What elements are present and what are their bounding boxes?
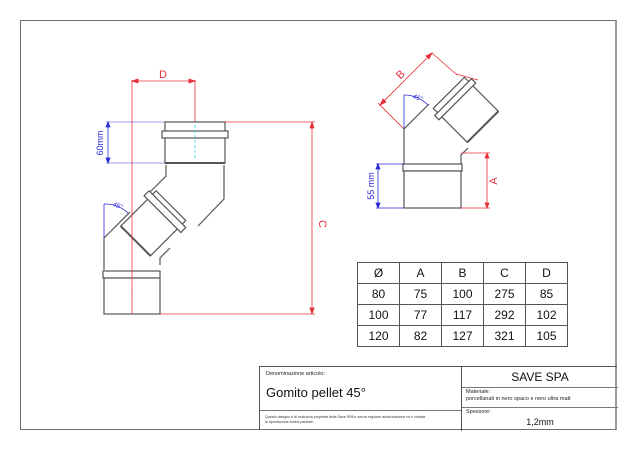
- header-cell: C: [483, 262, 526, 284]
- copyright-note: Questo disegno è di esclusiva proprietà …: [265, 415, 455, 424]
- label-60mm: 60mm: [95, 130, 105, 155]
- table-header-row: Ø A B C D: [357, 262, 568, 284]
- header-cell: B: [441, 262, 484, 284]
- dimension-A: [461, 151, 490, 210]
- note-line-1: Questo disegno è di esclusiva proprietà …: [265, 415, 425, 419]
- angle-arc-left: [103, 203, 129, 238]
- table-cell: 85: [525, 283, 568, 305]
- table-row: 80 75 100 275 85: [357, 283, 568, 305]
- label-D: D: [159, 69, 167, 81]
- label-55mm: 55 mm: [366, 172, 376, 200]
- table-row: 100 77 117 292 102: [357, 304, 568, 326]
- table-cell: 75: [399, 283, 442, 305]
- material-label: Materiale:: [466, 389, 491, 395]
- divider: [462, 387, 618, 388]
- label-C: C: [316, 220, 328, 228]
- title-block: Denominazione articolo: Gomito pellet 45…: [259, 366, 618, 431]
- table-cell: 100: [357, 304, 400, 326]
- article-label: Denominazione articolo:: [266, 371, 326, 377]
- table-cell: 105: [525, 325, 568, 347]
- dimension-table: Ø A B C D 80 75 100 275 85 100 77 117 29…: [357, 262, 568, 347]
- table-cell: 100: [441, 283, 484, 305]
- table-cell: 102: [525, 304, 568, 326]
- dimension-B: [377, 52, 479, 130]
- table-cell: 275: [483, 283, 526, 305]
- table-cell: 117: [441, 304, 484, 326]
- left-elbow-view: [102, 121, 229, 315]
- table-cell: 77: [399, 304, 442, 326]
- table-cell: 127: [441, 325, 484, 347]
- label-A: A: [488, 177, 500, 185]
- drawing-frame: [20, 20, 617, 430]
- header-cell: A: [399, 262, 442, 284]
- right-elbow-view: [402, 76, 500, 209]
- title-block-company: SAVE SPA Materiale: porcellanati in nero…: [462, 367, 618, 431]
- dimension-60mm: [105, 120, 165, 165]
- angle-arc-right: [403, 94, 429, 129]
- table-cell: 292: [483, 304, 526, 326]
- title-block-article: Denominazione articolo: Gomito pellet 45…: [260, 367, 462, 431]
- table-cell: 120: [357, 325, 400, 347]
- table-cell: 80: [357, 283, 400, 305]
- label-angle-right: 45°: [411, 92, 424, 103]
- company-name: SAVE SPA: [511, 370, 569, 384]
- thickness-label: Spessore:: [466, 409, 491, 415]
- table-cell: 321: [483, 325, 526, 347]
- table-cell: 82: [399, 325, 442, 347]
- note-line-2: la riproduzione anche parziale.: [265, 419, 314, 424]
- article-name: Gomito pellet 45°: [266, 385, 366, 400]
- dimension-55mm: [375, 162, 404, 210]
- header-cell: D: [525, 262, 568, 284]
- material-value: porcellanati in nero opaco e nero ultra …: [466, 396, 571, 402]
- label-angle-left: 45°: [111, 200, 124, 211]
- divider: [462, 407, 618, 408]
- thickness-value: 1,2mm: [526, 417, 554, 427]
- header-cell: Ø: [357, 262, 400, 284]
- table-row: 120 82 127 321 105: [357, 325, 568, 347]
- dimension-C: [160, 120, 315, 316]
- dimension-D: [130, 78, 197, 314]
- divider: [260, 410, 461, 411]
